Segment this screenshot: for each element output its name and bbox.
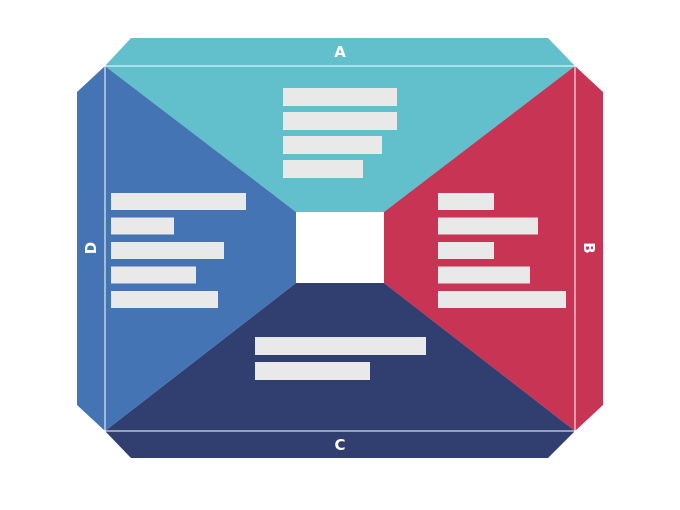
section-d-placeholder-bar xyxy=(111,291,218,308)
section-c-tab xyxy=(105,431,575,458)
section-a-tab xyxy=(105,38,575,66)
section-a-placeholder-bar xyxy=(283,160,363,178)
section-b-placeholder-bar xyxy=(438,266,530,284)
section-a-placeholders xyxy=(283,88,397,178)
section-c-label: C xyxy=(334,436,345,454)
section-c-placeholder-bar xyxy=(255,337,426,355)
section-b-placeholder-bar xyxy=(438,242,494,259)
section-a-placeholder-bar xyxy=(283,136,382,154)
section-b-placeholder-bar xyxy=(438,193,494,210)
section-c-placeholders xyxy=(255,337,426,380)
section-b-placeholders xyxy=(438,193,566,308)
section-d-placeholder-bar xyxy=(111,242,224,259)
section-b-tab xyxy=(575,66,603,431)
section-d-placeholder-bar xyxy=(111,217,174,235)
section-a-placeholder-bar xyxy=(283,112,397,130)
section-d-placeholders xyxy=(111,193,246,308)
section-b-placeholder-bar xyxy=(438,291,566,308)
section-d-placeholder-bar xyxy=(111,266,196,284)
section-d-tab xyxy=(77,66,105,431)
section-b-placeholder-bar xyxy=(438,217,538,235)
border-lines xyxy=(104,65,576,432)
section-c xyxy=(105,283,575,431)
section-c-placeholder-bar xyxy=(255,362,370,380)
center-square xyxy=(296,212,384,283)
section-b-label: B xyxy=(580,242,598,253)
section-d-placeholder-bar xyxy=(111,193,246,210)
section-d-label: D xyxy=(82,242,100,254)
section-a-placeholder-bar xyxy=(283,88,397,106)
section-a-label: A xyxy=(334,43,346,61)
